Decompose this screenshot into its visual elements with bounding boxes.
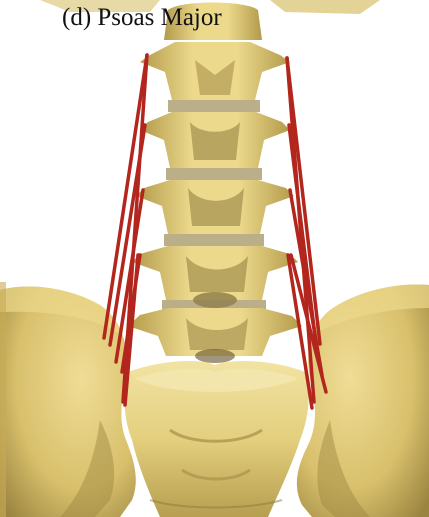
- figure-caption: (d) Psoas Major: [62, 0, 222, 36]
